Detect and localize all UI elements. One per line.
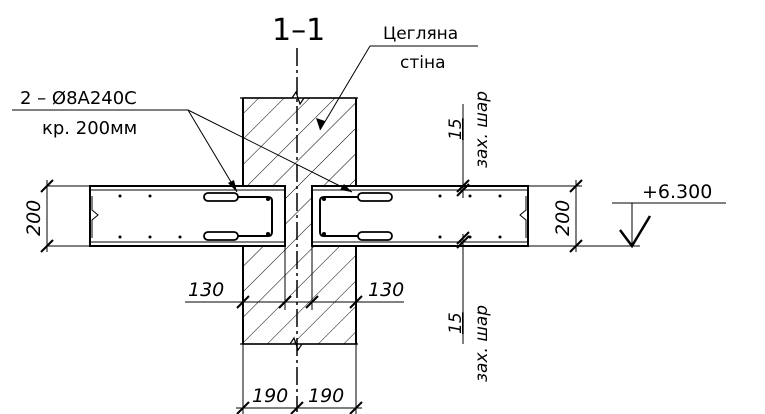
cover-top-text: зах. шар xyxy=(472,91,492,168)
dim-slab-right: 200 xyxy=(528,179,640,253)
cover-top-value: 15 xyxy=(446,118,466,140)
elevation-mark: +6.300 xyxy=(612,181,726,249)
slab-thickness-right: 200 xyxy=(552,200,574,236)
cover-bottom-text: зах. шар xyxy=(472,305,492,382)
cover-bottom: 15 зах. шар xyxy=(446,231,492,382)
dim-slab-left: 200 xyxy=(23,179,90,253)
wall-label-line1: Цегляна xyxy=(383,24,458,44)
slab-right xyxy=(311,185,529,247)
slab-thickness-left: 200 xyxy=(23,200,45,236)
wall-half-right: 190 xyxy=(308,385,344,407)
rebar-label-line2: кр. 200мм xyxy=(42,118,137,139)
wall-half-left: 190 xyxy=(252,385,288,407)
section-label: 1–1 xyxy=(272,13,325,48)
rebar-label-line1: 2 – Ø8A240C xyxy=(20,88,137,109)
elevation-value: +6.300 xyxy=(642,181,712,203)
rebar-callout: 2 – Ø8A240C кр. 200мм xyxy=(12,88,353,193)
wall-label-line2: стіна xyxy=(400,53,446,73)
cover-bottom-value: 15 xyxy=(446,312,466,334)
bearing-left: 130 xyxy=(188,279,224,301)
bearing-right: 130 xyxy=(368,279,404,301)
dim-bearing: 130 130 xyxy=(185,246,404,310)
dim-wall: 190 190 xyxy=(236,344,363,414)
cover-top: 15 зах. шар xyxy=(446,91,492,198)
slab-left xyxy=(89,185,286,247)
wall-label: Цегляна стіна xyxy=(316,24,478,131)
